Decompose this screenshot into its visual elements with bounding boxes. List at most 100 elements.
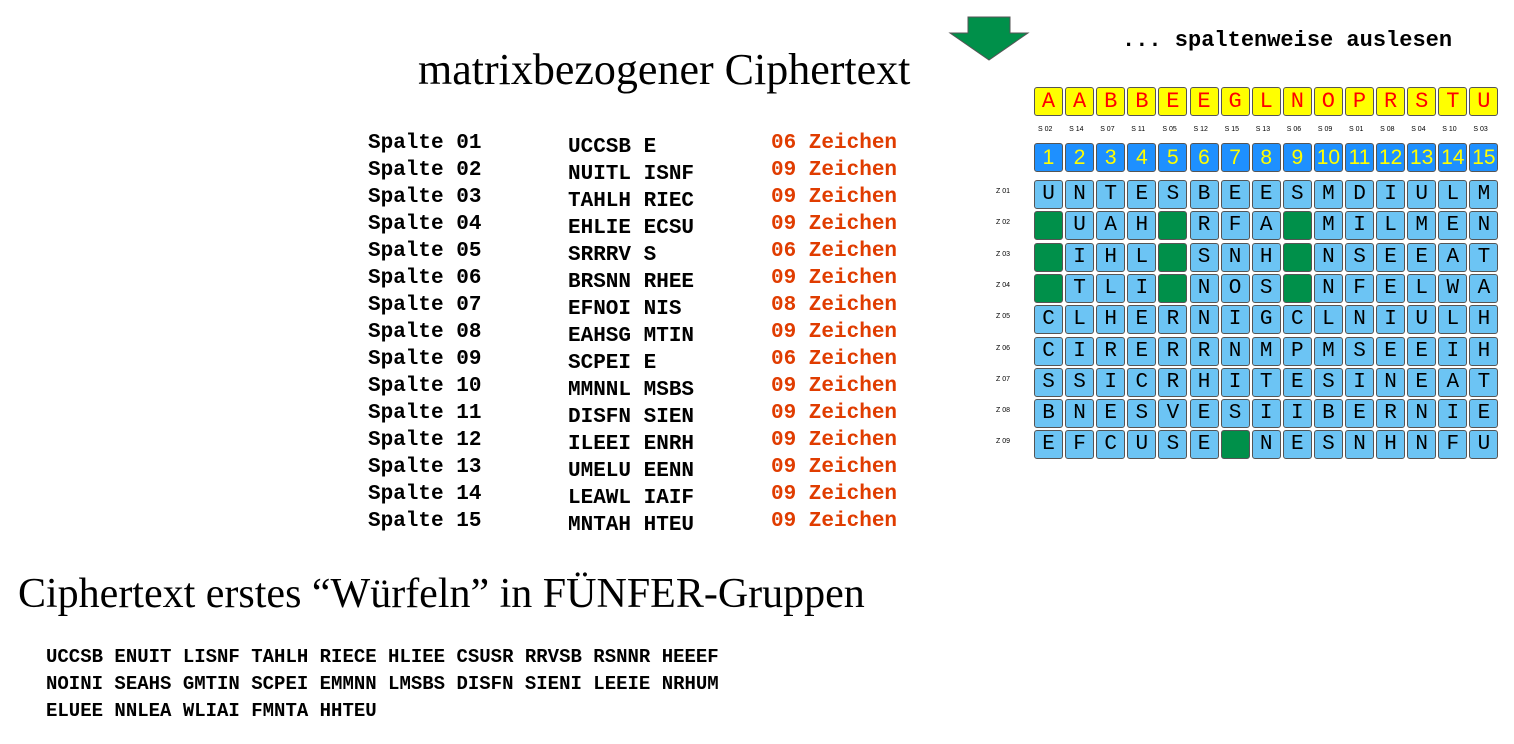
letter-cell: B bbox=[1313, 399, 1343, 429]
letter-cell: O bbox=[1220, 273, 1250, 303]
source-column-label: S 12 bbox=[1193, 126, 1208, 133]
column-number-cell: 9 bbox=[1282, 143, 1312, 172]
letter-cell: E bbox=[1127, 336, 1157, 366]
key-letter-cell: A bbox=[1065, 87, 1095, 116]
letter-cell: H bbox=[1251, 242, 1281, 272]
letter-cell: S bbox=[1189, 242, 1219, 272]
letter-cell: N bbox=[1376, 367, 1406, 397]
row-label: Z 03 bbox=[996, 250, 1011, 258]
letter-cell: N bbox=[1407, 399, 1437, 429]
key-letter-cell: S bbox=[1407, 87, 1437, 116]
column-number-cell: 15 bbox=[1469, 143, 1499, 172]
column-number-cell: 1 bbox=[1034, 143, 1063, 172]
letter-cell: R bbox=[1376, 399, 1406, 429]
ciphertext-line: UCCSB ENUIT LISNF TAHLH RIECE HLIEE CSUS… bbox=[46, 646, 719, 668]
source-column-label: S 08 bbox=[1380, 126, 1395, 133]
column-count: 09 Zeichen bbox=[771, 510, 898, 533]
letter-cell: S bbox=[1158, 430, 1188, 460]
column-count: 06 Zeichen bbox=[771, 348, 898, 371]
column-text: UCCSB E bbox=[568, 136, 657, 159]
letter-cell: E bbox=[1220, 180, 1250, 209]
letter-cell: E bbox=[1034, 430, 1063, 460]
column-count: 09 Zeichen bbox=[771, 375, 898, 398]
letter-cell: I bbox=[1438, 399, 1468, 429]
letter-cell: L bbox=[1438, 180, 1468, 209]
column-text: DISFN SIEN bbox=[568, 406, 695, 429]
column-text: UMELU EENN bbox=[568, 460, 695, 483]
letter-cell: A bbox=[1438, 242, 1468, 272]
letter-cell: F bbox=[1438, 430, 1468, 460]
column-label: Spalte 01 bbox=[368, 132, 482, 155]
letter-cell: T bbox=[1065, 273, 1095, 303]
letter-cell: S bbox=[1313, 430, 1343, 460]
column-count: 09 Zeichen bbox=[771, 429, 898, 452]
key-letter-cell: U bbox=[1469, 87, 1499, 116]
row-label: Z 01 bbox=[996, 188, 1011, 195]
column-count: 09 Zeichen bbox=[771, 213, 898, 236]
empty-cell bbox=[1034, 273, 1063, 303]
source-column-label: S 09 bbox=[1317, 126, 1333, 133]
letter-cell: L bbox=[1127, 242, 1157, 272]
letter-cell: U bbox=[1127, 430, 1157, 460]
letter-cell: C bbox=[1096, 430, 1126, 460]
letter-cell: S bbox=[1345, 336, 1374, 366]
ciphertext-title: Ciphertext erstes “Würfeln” in FÜNFER-Gr… bbox=[18, 571, 865, 617]
ciphertext-line: ELUEE NNLEA WLIAI FMNTA HHTEU bbox=[46, 700, 377, 722]
row-label: Z 07 bbox=[996, 375, 1011, 383]
letter-cell: I bbox=[1345, 367, 1374, 397]
column-count: 09 Zeichen bbox=[771, 186, 898, 209]
column-text: ILEEI ENRH bbox=[568, 433, 695, 456]
column-label: Spalte 02 bbox=[368, 159, 482, 182]
letter-cell: A bbox=[1096, 211, 1126, 241]
letter-cell: S bbox=[1034, 367, 1063, 397]
letter-cell: R bbox=[1096, 336, 1126, 366]
letter-cell: N bbox=[1065, 180, 1095, 209]
key-letter-cell: B bbox=[1127, 87, 1157, 116]
column-label: Spalte 15 bbox=[368, 510, 482, 533]
letter-cell: E bbox=[1189, 430, 1219, 460]
row-label: Z 02 bbox=[996, 219, 1011, 227]
letter-cell: E bbox=[1189, 399, 1219, 429]
key-letter-cell: P bbox=[1345, 87, 1374, 116]
letter-cell: U bbox=[1065, 211, 1095, 241]
row-label: Z 06 bbox=[996, 344, 1011, 352]
empty-cell bbox=[1158, 211, 1188, 241]
letter-cell: N bbox=[1220, 242, 1250, 272]
ciphertext-groups: UCCSB ENUIT LISNF TAHLH RIECE HLIEE CSUS… bbox=[46, 646, 719, 727]
letter-cell: C bbox=[1282, 305, 1312, 335]
column-number-cell: 2 bbox=[1065, 143, 1095, 172]
letter-cell: I bbox=[1065, 242, 1095, 272]
row-label: Z 08 bbox=[996, 407, 1011, 415]
column-text: MMNNL MSBS bbox=[568, 379, 695, 402]
column-label: Spalte 08 bbox=[368, 321, 482, 344]
column-label: Spalte 09 bbox=[368, 348, 482, 371]
letter-cell: B bbox=[1189, 180, 1219, 209]
letter-cell: A bbox=[1438, 367, 1468, 397]
column-text: EAHSG MTIN bbox=[568, 325, 695, 348]
letter-cell: T bbox=[1251, 367, 1281, 397]
letter-cell: I bbox=[1438, 336, 1468, 366]
key-letter-cell: O bbox=[1313, 87, 1343, 116]
letter-cell: I bbox=[1096, 367, 1126, 397]
column-count: 06 Zeichen bbox=[771, 132, 898, 155]
letter-cell: N bbox=[1313, 273, 1343, 303]
letter-cell: L bbox=[1407, 273, 1437, 303]
letter-cell: F bbox=[1345, 273, 1374, 303]
column-text: LEAWL IAIF bbox=[568, 487, 695, 510]
letter-cell: N bbox=[1220, 336, 1250, 366]
source-column-label: S 01 bbox=[1349, 126, 1364, 133]
letter-cell: S bbox=[1220, 399, 1250, 429]
empty-cell bbox=[1158, 242, 1188, 272]
key-letter-cell: L bbox=[1251, 87, 1281, 116]
column-number-cell: 6 bbox=[1189, 143, 1219, 172]
letter-cell: B bbox=[1034, 399, 1063, 429]
letter-cell: H bbox=[1096, 242, 1126, 272]
letter-cell: I bbox=[1251, 399, 1281, 429]
letter-cell: I bbox=[1345, 211, 1374, 241]
letter-cell: H bbox=[1469, 305, 1499, 335]
column-text: NUITL ISNF bbox=[568, 163, 695, 186]
letter-cell: N bbox=[1189, 273, 1219, 303]
letter-cell: N bbox=[1407, 430, 1437, 460]
column-label: Spalte 06 bbox=[368, 267, 482, 290]
